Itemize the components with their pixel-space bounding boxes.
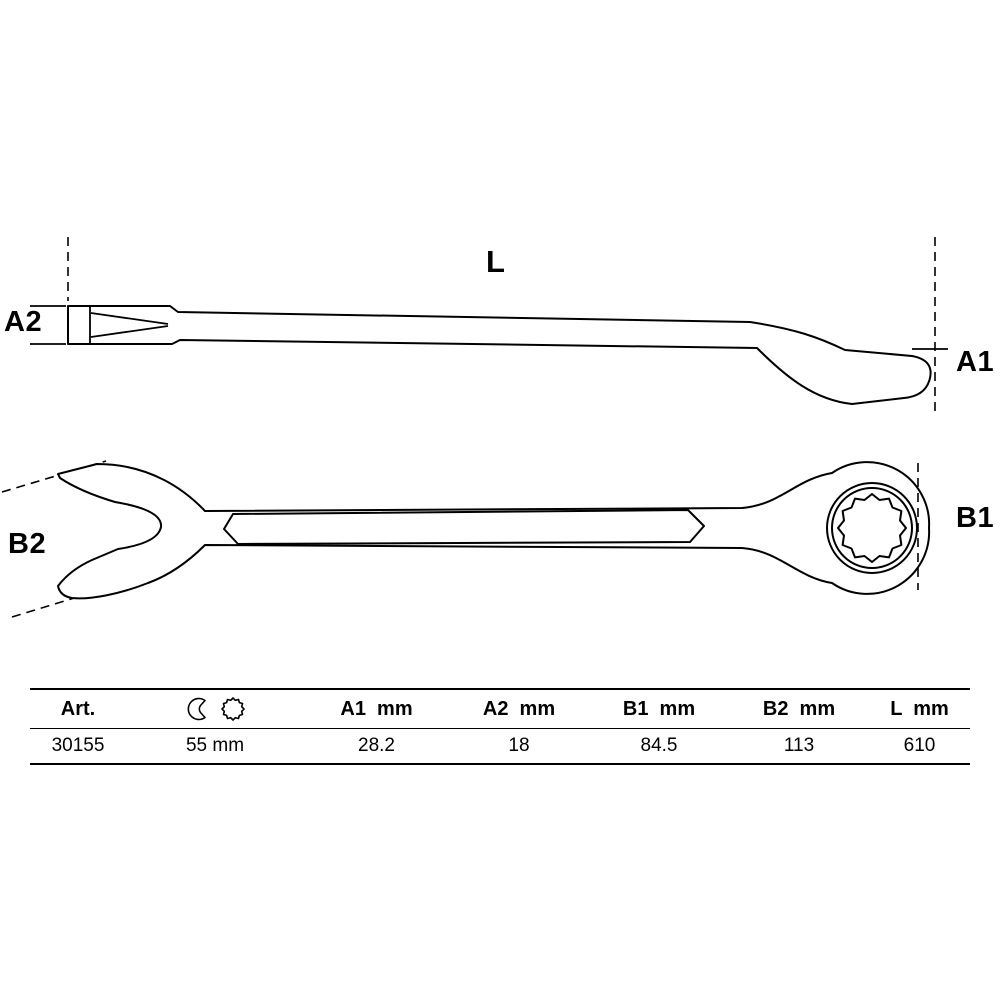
table-cell-b2: 113 bbox=[783, 735, 815, 756]
table-cell-b1: 84.5 bbox=[640, 735, 678, 756]
side-view-drawing bbox=[30, 237, 948, 412]
table-header-l: L mm bbox=[890, 697, 949, 720]
table-header-row: Art. A1 mm A2 mm B1 mm B2 mm L mm bbox=[30, 690, 970, 729]
dimension-label-b1: B1 bbox=[956, 502, 995, 534]
dimension-table: Art. A1 mm A2 mm B1 mm B2 mm L mm 30155 … bbox=[30, 688, 970, 765]
dimension-label-b2: B2 bbox=[8, 528, 47, 560]
twelve-point-ring-icon bbox=[221, 697, 245, 721]
dimension-label-length: L bbox=[486, 244, 506, 279]
twelve-point-socket bbox=[837, 493, 907, 563]
open-end-wrench-icon bbox=[187, 697, 206, 721]
dimension-label-a2: A2 bbox=[4, 306, 43, 338]
table-cell-a2: 18 bbox=[508, 735, 530, 756]
dimension-label-a1: A1 bbox=[956, 346, 995, 378]
table-header-a2: A2 mm bbox=[482, 697, 556, 720]
shank-slot bbox=[223, 509, 705, 545]
table-header-a1: A1 mm bbox=[340, 697, 413, 720]
table-header-art: Art. bbox=[60, 697, 96, 720]
table-header-b2: B2 mm bbox=[762, 697, 836, 720]
open-jaw-side-slot-lower bbox=[90, 325, 169, 338]
wrench-side-profile bbox=[67, 305, 932, 405]
table-header-size-icons bbox=[126, 696, 304, 722]
table-cell-art-number: 30155 bbox=[51, 735, 105, 756]
top-view-drawing bbox=[1, 460, 931, 618]
open-jaw-side-slot-upper bbox=[90, 312, 169, 325]
table-cell-l: 610 bbox=[903, 735, 936, 756]
table-cell-a1: 28.2 bbox=[358, 735, 395, 756]
table-cell-size: 55 mm bbox=[185, 735, 245, 756]
table-data-row: 30155 55 mm 28.2 18 84.5 113 610 bbox=[30, 729, 970, 763]
table-header-b1: B1 mm bbox=[622, 697, 696, 720]
